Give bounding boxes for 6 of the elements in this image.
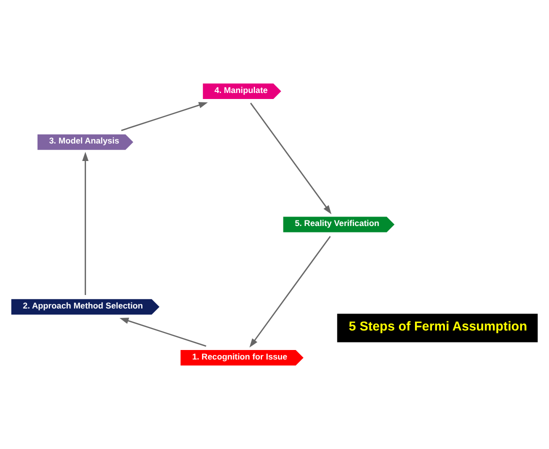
arrow [249,236,331,348]
arrow [120,318,206,347]
arrow [82,152,89,296]
arrow [250,102,332,214]
arrow [121,102,208,132]
node-box: 5 Steps of Fermi Assumption [337,314,538,342]
